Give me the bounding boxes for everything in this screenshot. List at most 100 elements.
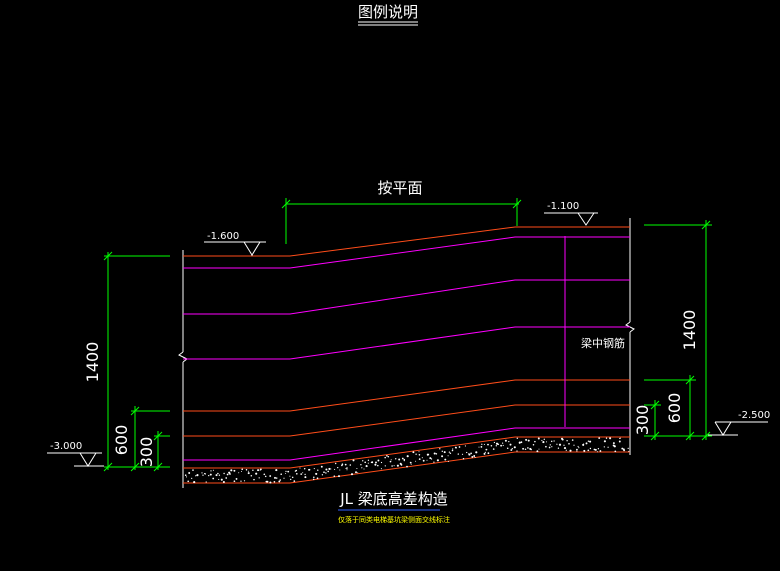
hatch-dot: [283, 477, 285, 479]
hatch-dot: [495, 445, 497, 447]
hatch-dot: [384, 465, 386, 467]
hatch-dot: [323, 471, 325, 474]
hatch-dot: [500, 444, 502, 447]
hatch-dot: [527, 439, 530, 442]
hatch-dot: [607, 446, 609, 448]
hatch-dot: [487, 452, 490, 455]
mid-rebar-label: 梁中钢筋: [581, 336, 625, 350]
hatch-dot: [308, 468, 311, 471]
hatch-dot: [208, 474, 210, 477]
hatch-dot: [184, 474, 187, 477]
hatch-dot: [461, 453, 464, 455]
elevation-left-top: -1.600: [207, 231, 239, 242]
elevation-right-bottom: -2.500: [738, 410, 770, 421]
hatch-dot: [628, 450, 630, 452]
hatch-dot: [377, 464, 379, 467]
hatch-dot: [218, 474, 221, 476]
hatch-dot: [380, 461, 383, 464]
left-boundary: [178, 250, 188, 488]
hatch-dot: [522, 447, 525, 450]
hatch-dot: [506, 447, 509, 449]
hatch-dot: [356, 467, 358, 470]
hatch-dot: [516, 450, 518, 452]
hatch-dot: [466, 451, 468, 454]
hatch-dot: [273, 480, 276, 483]
hatch-dot: [235, 477, 238, 480]
hatch-dot: [352, 459, 355, 462]
hatch-dot: [300, 473, 303, 475]
beam-line-a: [183, 379, 630, 412]
right-dimension-lines: [644, 220, 712, 441]
hatch-dot: [541, 439, 543, 442]
hatch-dot: [218, 478, 220, 480]
hatch-dot: [587, 449, 590, 452]
hatch-dot: [252, 469, 254, 471]
elevation-marker-left-top: [204, 241, 266, 256]
hatch-dot: [375, 461, 377, 464]
hatch-dot: [524, 448, 527, 450]
beam-lower-lines: [183, 379, 630, 484]
hatch-dot: [325, 468, 328, 471]
hatch-dot: [565, 449, 567, 451]
hatch-dot: [240, 480, 242, 482]
hatch-dot: [421, 457, 423, 459]
hatch-dot: [367, 459, 370, 461]
hatch-dot: [229, 473, 231, 475]
hatch-dot: [418, 458, 421, 460]
hatch-dot: [409, 461, 412, 464]
hatch-dot: [290, 478, 292, 481]
hatch-dot: [441, 455, 444, 458]
hatch-dot: [492, 448, 495, 450]
hatch-dot: [495, 442, 499, 445]
hatch-dot: [247, 470, 249, 472]
hatch-dot: [243, 480, 246, 482]
flat-face-label: 按平面: [377, 179, 422, 197]
hatch-dot: [613, 445, 616, 448]
hatch-dot: [360, 464, 362, 466]
rebar-line-1: [183, 236, 630, 269]
hatch-dot: [589, 440, 592, 443]
hatch-dot: [493, 441, 496, 444]
hatch-dot: [365, 465, 368, 468]
hatch-dot: [447, 460, 449, 462]
hatch-dot: [220, 478, 223, 481]
hatch-dot: [502, 442, 504, 444]
beam-top-line: [183, 226, 630, 257]
hatch-dot: [473, 455, 476, 457]
hatch-dot: [452, 448, 454, 450]
hatch-dot: [391, 465, 393, 467]
hatch-dot: [422, 459, 425, 462]
hatch-dot: [264, 475, 267, 478]
hatch-dot: [596, 451, 599, 453]
hatch-dot: [485, 448, 488, 451]
hatch-dot: [377, 459, 380, 462]
hatch-dot: [279, 479, 282, 481]
hatch-dot: [303, 468, 306, 470]
hatch-dot: [400, 464, 403, 466]
hatch-dot: [401, 457, 404, 460]
dim-right-600: 600: [665, 393, 684, 424]
hatch-dot: [583, 449, 586, 452]
caption: JL 梁底高差构造: [339, 490, 448, 508]
hatch-dot: [269, 481, 272, 484]
cushion-bottom-line: [183, 451, 630, 484]
hatch-dot: [444, 458, 447, 461]
hatch-dot: [504, 439, 507, 442]
hatch-dot: [551, 446, 553, 448]
hatch-dot: [550, 440, 553, 443]
elevation-right-top: -1.100: [547, 201, 579, 212]
hatch-dot: [260, 468, 262, 471]
hatch-dot: [468, 453, 471, 456]
hatch-dot: [187, 480, 190, 483]
hatch-dot: [344, 463, 347, 466]
hatch-dot: [605, 437, 608, 439]
hatch-dot: [599, 450, 602, 452]
flat-face-dimension: [281, 198, 522, 244]
hatch-dot: [275, 469, 278, 472]
hatch-dot: [556, 443, 558, 445]
hatch-dot: [188, 472, 191, 474]
rebar-lines: [183, 236, 630, 461]
hatch-dot: [212, 469, 214, 471]
hatch-dot: [293, 480, 296, 482]
hatch-dot: [563, 447, 567, 450]
